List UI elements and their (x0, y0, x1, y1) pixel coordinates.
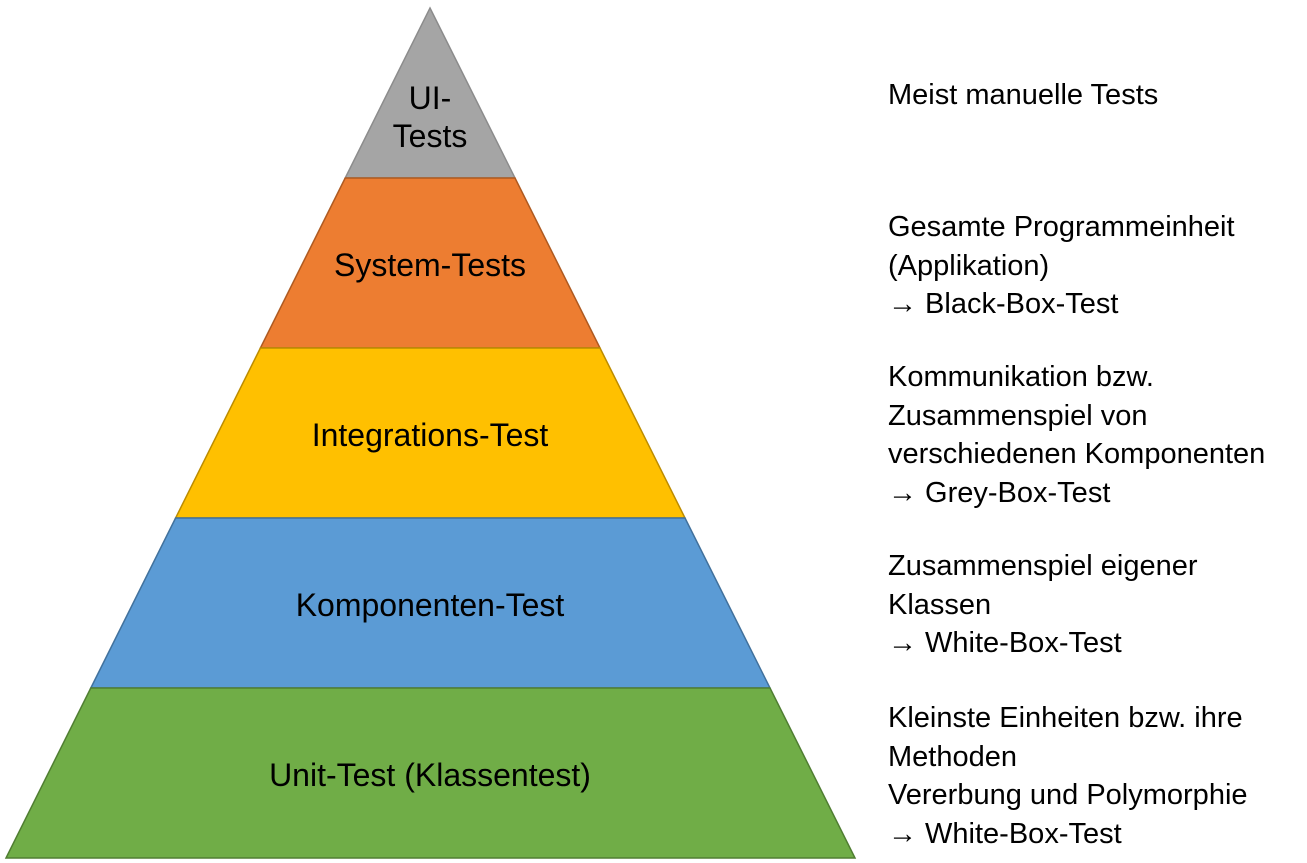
pyramid-label-unit: Unit-Test (Klassentest) (269, 757, 591, 793)
description-integration-line-3: verschiedenen Komponenten (888, 438, 1266, 470)
description-unit-line-1: Kleinste Einheiten bzw. ihre (888, 702, 1243, 734)
pyramid-level-ui: UI-Tests (343, 6, 517, 179)
description-system-line-3: → Black-Box-Test (888, 288, 1119, 320)
description-unit-line-2: Methoden (888, 740, 1017, 773)
description-unit-line-3: Vererbung und Polymorphie (888, 779, 1248, 811)
pyramid-label-integration: Integrations-Test (312, 417, 549, 453)
pyramid-level-unit: Unit-Test (Klassentest) (4, 687, 857, 859)
description-integration-line-4: → Grey-Box-Test (888, 476, 1111, 509)
pyramid-label-ui-2: Tests (393, 118, 468, 154)
test-pyramid: UI-TestsSystem-TestsIntegrations-TestKom… (4, 6, 857, 859)
pyramid-label-component: Komponenten-Test (296, 587, 565, 623)
description-component-line-1: Zusammenspiel eigener (888, 550, 1198, 582)
description-integration-line-1: Kommunikation bzw. (888, 361, 1154, 393)
description-component-line-3: → White-Box-Test (888, 627, 1122, 659)
description-integration: Kommunikation bzw. Zusammenspiel von versc… (888, 358, 1265, 512)
description-integration-line-2: Zusammenspiel von (888, 399, 1148, 432)
pyramid-band-unit (4, 687, 857, 859)
description-system-line-2: (Applikation) (888, 249, 1050, 282)
description-ui-line-1: Meist manuelle Tests (888, 79, 1159, 111)
pyramid-level-system: System-Tests (259, 177, 602, 349)
description-system: Gesamte Programmeinheit (Applikation) → Bl… (888, 208, 1235, 324)
pyramid-level-integration: Integrations-Test (174, 347, 687, 519)
description-unit-line-4: → White-Box-Test (888, 817, 1122, 850)
pyramid-level-component: Komponenten-Test (89, 517, 772, 689)
pyramid-label-system: System-Tests (334, 247, 526, 283)
description-system-line-1: Gesamte Programmeinheit (888, 211, 1235, 243)
description-component-line-2: Klassen (888, 588, 992, 621)
description-ui: Meist manuelle Tests (888, 76, 1158, 115)
pyramid-label-ui-1: UI- (409, 80, 452, 116)
